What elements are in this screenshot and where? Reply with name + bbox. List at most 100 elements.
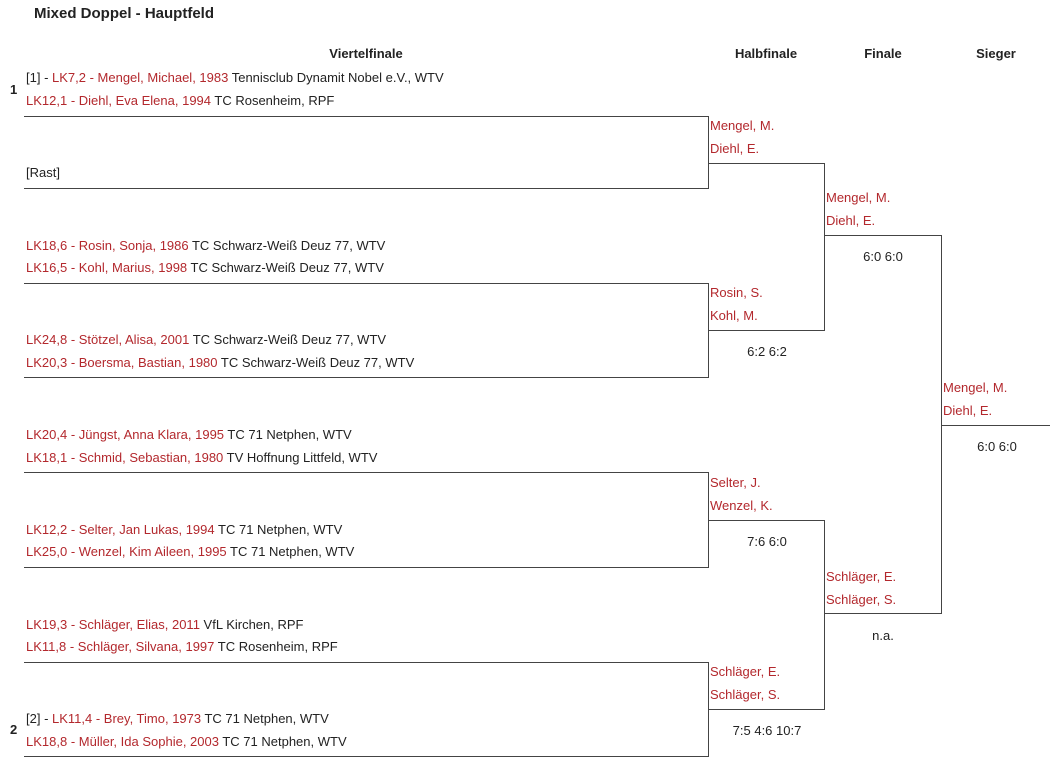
viertelfinale-entry: LK16,5 - Kohl, Marius, 1998 TC Schwarz-W… xyxy=(26,260,384,276)
player-name[interactable]: LK18,8 - Müller, Ida Sophie, 2003 xyxy=(26,734,219,749)
club-name: TC 71 Netphen, WTV xyxy=(224,427,352,442)
header-halbfinale: Halbfinale xyxy=(734,46,798,61)
bracket-line xyxy=(24,662,709,663)
player-name[interactable]: LK24,8 - Stötzel, Alisa, 2001 xyxy=(26,332,190,347)
match-score: 6:2 6:2 xyxy=(747,344,787,359)
club-name: TC Rosenheim, RPF xyxy=(214,639,338,654)
club-name: TV Hoffnung Littfeld, WTV xyxy=(223,450,378,465)
player-name[interactable]: Rosin, S. xyxy=(710,285,763,300)
match-score: n.a. xyxy=(872,628,894,643)
bracket-line xyxy=(824,163,825,331)
player-name[interactable]: LK20,4 - Jüngst, Anna Klara, 1995 xyxy=(26,427,225,442)
match-score: 6:0 6:0 xyxy=(863,249,903,264)
player-name[interactable]: Schläger, E. xyxy=(826,569,897,584)
viertelfinale-entry: [Rast] xyxy=(26,165,60,181)
match-score: 7:5 4:6 10:7 xyxy=(732,723,802,738)
bracket-line xyxy=(709,520,825,521)
club-name: Tennisclub Dynamit Nobel e.V., WTV xyxy=(228,70,444,85)
bracket-line xyxy=(825,235,942,236)
bracket-line xyxy=(825,613,942,614)
player-name[interactable]: LK11,8 - Schläger, Silvana, 1997 xyxy=(26,639,215,654)
club-name: TC Schwarz-Weiß Deuz 77, WTV xyxy=(189,332,387,347)
bracket-line xyxy=(708,662,709,757)
viertelfinale-entry: [1] - LK7,2 - Mengel, Michael, 1983 Tenn… xyxy=(26,70,444,86)
entry-prefix: [Rast] xyxy=(26,165,60,180)
bracket-line xyxy=(24,116,709,117)
player-name[interactable]: Mengel, M. xyxy=(710,118,775,133)
player-name[interactable]: Wenzel, K. xyxy=(710,498,773,513)
player-name[interactable]: LK18,6 - Rosin, Sonja, 1986 xyxy=(26,238,189,253)
viertelfinale-entry: LK12,1 - Diehl, Eva Elena, 1994 TC Rosen… xyxy=(26,93,334,109)
bracket-line xyxy=(941,235,942,614)
finale-entry-1[interactable]: Mengel, M. Diehl, E. xyxy=(826,190,890,229)
bracket-line xyxy=(24,283,709,284)
header-viertelfinale: Viertelfinale xyxy=(329,46,403,61)
club-name: TC 71 Netphen, WTV xyxy=(201,711,329,726)
player-name[interactable]: Selter, J. xyxy=(710,475,761,490)
player-name[interactable]: Diehl, E. xyxy=(710,141,760,156)
bracket-line xyxy=(24,567,709,568)
player-name[interactable]: LK11,4 - Brey, Timo, 1973 xyxy=(52,711,202,726)
viertelfinale-entry: LK12,2 - Selter, Jan Lukas, 1994 TC 71 N… xyxy=(26,522,342,538)
winner-entry[interactable]: Mengel, M. Diehl, E. xyxy=(943,380,1007,419)
bracket-line xyxy=(24,756,709,757)
player-name[interactable]: Schläger, S. xyxy=(826,592,897,607)
bracket-line xyxy=(709,330,825,331)
club-name: TC 71 Netphen, WTV xyxy=(214,522,343,537)
player-name[interactable]: LK12,1 - Diehl, Eva Elena, 1994 xyxy=(26,93,212,108)
player-name[interactable]: LK20,3 - Boersma, Bastian, 1980 xyxy=(26,355,218,370)
player-name[interactable]: Mengel, M. xyxy=(943,380,1008,395)
player-name[interactable]: Diehl, E. xyxy=(826,213,876,228)
club-name: VfL Kirchen, RPF xyxy=(199,617,304,632)
bracket-line xyxy=(24,377,709,378)
header-sieger: Sieger xyxy=(976,46,1016,61)
player-name[interactable]: LK18,1 - Schmid, Sebastian, 1980 xyxy=(26,450,224,465)
bracket-line xyxy=(709,163,825,164)
entry-prefix: [2] - xyxy=(26,711,53,726)
club-name: TC 71 Netphen, WTV xyxy=(218,734,347,749)
viertelfinale-entry: LK18,1 - Schmid, Sebastian, 1980 TV Hoff… xyxy=(26,450,377,466)
bracket-line xyxy=(708,116,709,189)
bracket-line xyxy=(708,472,709,568)
seed-number: 1 xyxy=(10,82,18,97)
player-name[interactable]: Schläger, E. xyxy=(710,664,781,679)
halbfinale-entry-3[interactable]: Selter, J. Wenzel, K. xyxy=(710,475,773,514)
player-name[interactable]: LK12,2 - Selter, Jan Lukas, 1994 xyxy=(26,522,215,537)
club-name: TC Schwarz-Weiß Deuz 77, WTV xyxy=(188,238,386,253)
player-name[interactable]: Kohl, M. xyxy=(710,308,758,323)
halbfinale-entry-4[interactable]: Schläger, E. Schläger, S. xyxy=(710,664,780,703)
player-name[interactable]: LK25,0 - Wenzel, Kim Aileen, 1995 xyxy=(26,544,227,559)
club-name: TC Rosenheim, RPF xyxy=(211,93,335,108)
finale-entry-2[interactable]: Schläger, E. Schläger, S. xyxy=(826,569,896,608)
viertelfinale-entry: LK19,3 - Schläger, Elias, 2011 VfL Kirch… xyxy=(26,617,304,633)
viertelfinale-entry: LK24,8 - Stötzel, Alisa, 2001 TC Schwarz… xyxy=(26,332,386,348)
viertelfinale-entry: LK20,3 - Boersma, Bastian, 1980 TC Schwa… xyxy=(26,355,414,371)
entry-prefix: [1] - xyxy=(26,70,53,85)
club-name: TC Schwarz-Weiß Deuz 77, WTV xyxy=(187,260,384,275)
player-name[interactable]: LK19,3 - Schläger, Elias, 2011 xyxy=(26,617,200,632)
player-name[interactable]: LK7,2 - Mengel, Michael, 1983 xyxy=(52,70,229,85)
viertelfinale-entry: [2] - LK11,4 - Brey, Timo, 1973 TC 71 Ne… xyxy=(26,711,329,727)
club-name: TC Schwarz-Weiß Deuz 77, WTV xyxy=(217,355,415,370)
header-finale: Finale xyxy=(864,46,902,61)
player-name[interactable]: Mengel, M. xyxy=(826,190,891,205)
bracket-line xyxy=(942,425,1050,426)
bracket-line xyxy=(824,520,825,710)
halbfinale-entry-1[interactable]: Mengel, M. Diehl, E. xyxy=(710,118,774,157)
seed-number: 2 xyxy=(10,722,18,737)
viertelfinale-entry: LK20,4 - Jüngst, Anna Klara, 1995 TC 71 … xyxy=(26,427,352,443)
club-name: TC 71 Netphen, WTV xyxy=(226,544,355,559)
match-score: 7:6 6:0 xyxy=(747,534,787,549)
bracket-line xyxy=(709,709,825,710)
player-name[interactable]: Diehl, E. xyxy=(943,403,993,418)
match-score: 6:0 6:0 xyxy=(977,439,1017,454)
page-title: Mixed Doppel - Hauptfeld xyxy=(34,5,214,22)
bracket-line xyxy=(24,188,709,189)
viertelfinale-entry: LK11,8 - Schläger, Silvana, 1997 TC Rose… xyxy=(26,639,338,655)
viertelfinale-entry: LK18,8 - Müller, Ida Sophie, 2003 TC 71 … xyxy=(26,734,347,750)
player-name[interactable]: LK16,5 - Kohl, Marius, 1998 xyxy=(26,260,188,275)
player-name[interactable]: Schläger, S. xyxy=(710,687,781,702)
viertelfinale-entry: LK25,0 - Wenzel, Kim Aileen, 1995 TC 71 … xyxy=(26,544,354,560)
halbfinale-entry-2[interactable]: Rosin, S. Kohl, M. xyxy=(710,285,763,324)
bracket-line xyxy=(24,472,709,473)
